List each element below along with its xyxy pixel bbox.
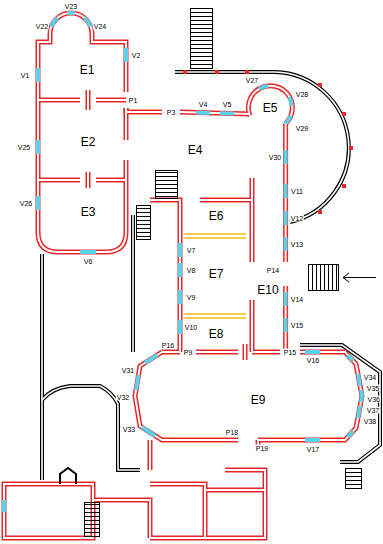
door-tag: P14: [266, 267, 280, 274]
window-tag: V15: [290, 322, 304, 329]
wall: [4, 13, 362, 538]
door-tag: P19: [255, 445, 269, 452]
window-tag: V2: [131, 52, 142, 59]
window-tag: V29: [295, 125, 309, 132]
window-tag: V8: [186, 267, 197, 274]
window-tag: V35: [366, 385, 380, 392]
window-tag: V4: [198, 101, 209, 108]
room-tag: E8: [208, 328, 225, 340]
room-tag: E1: [79, 64, 96, 76]
wall-inner: [4, 13, 362, 538]
window-tag: V37: [366, 407, 380, 414]
window-tag: V38: [363, 418, 377, 425]
door-tag: P3: [166, 109, 177, 116]
window-tag: V1: [20, 72, 31, 79]
door-tag: P16: [161, 342, 175, 349]
window-tag: V7: [186, 247, 197, 254]
window-tag: V12: [290, 215, 304, 222]
door: [184, 234, 246, 318]
room-tag: E7: [208, 268, 225, 280]
window-tag: V5: [222, 101, 233, 108]
room-tag: E10: [256, 284, 279, 296]
window-tag: V25: [17, 144, 31, 151]
door-tag: P9: [183, 349, 194, 356]
window-tag: V9: [186, 294, 197, 301]
window-tag: V16: [306, 357, 320, 364]
terrace-posts: [183, 70, 353, 214]
window-tag: V28: [295, 91, 309, 98]
window-tag: V14: [290, 296, 304, 303]
window-tag: V22: [35, 23, 49, 30]
room-tag: E3: [80, 206, 97, 218]
window-tag: V31: [121, 367, 135, 374]
window-tag: V30: [268, 154, 282, 161]
roof-symbol: [60, 468, 76, 484]
window-tag: V33: [122, 426, 136, 433]
terrace-outline-inner: [42, 72, 380, 480]
window-tag: V11: [290, 188, 304, 195]
room-tag: E6: [208, 210, 225, 222]
room-tag: E2: [80, 136, 97, 148]
window-tag: V24: [93, 23, 107, 30]
window-tag: V10: [184, 324, 198, 331]
window-tag: V17: [306, 446, 320, 453]
room-tag: E9: [250, 394, 267, 406]
entrance-arrow: [343, 273, 376, 282]
window-tag: V26: [19, 200, 33, 207]
window-tag: V32: [116, 394, 130, 401]
window-tag: V36: [367, 396, 381, 403]
terrace-outline: [42, 72, 380, 480]
room-tag: E5: [262, 102, 279, 114]
window-tag: V13: [290, 241, 304, 248]
door-tag: P15: [283, 349, 297, 356]
stair: [85, 9, 362, 537]
room-tag: E4: [187, 144, 204, 156]
window-tag: V34: [363, 374, 377, 381]
door-tag: P18: [225, 429, 239, 436]
window: [4, 13, 362, 512]
window-tag: V27: [245, 77, 259, 84]
door-tag: P1: [128, 97, 139, 104]
window-tag: V23: [64, 3, 78, 10]
window-tag: V6: [83, 258, 94, 265]
